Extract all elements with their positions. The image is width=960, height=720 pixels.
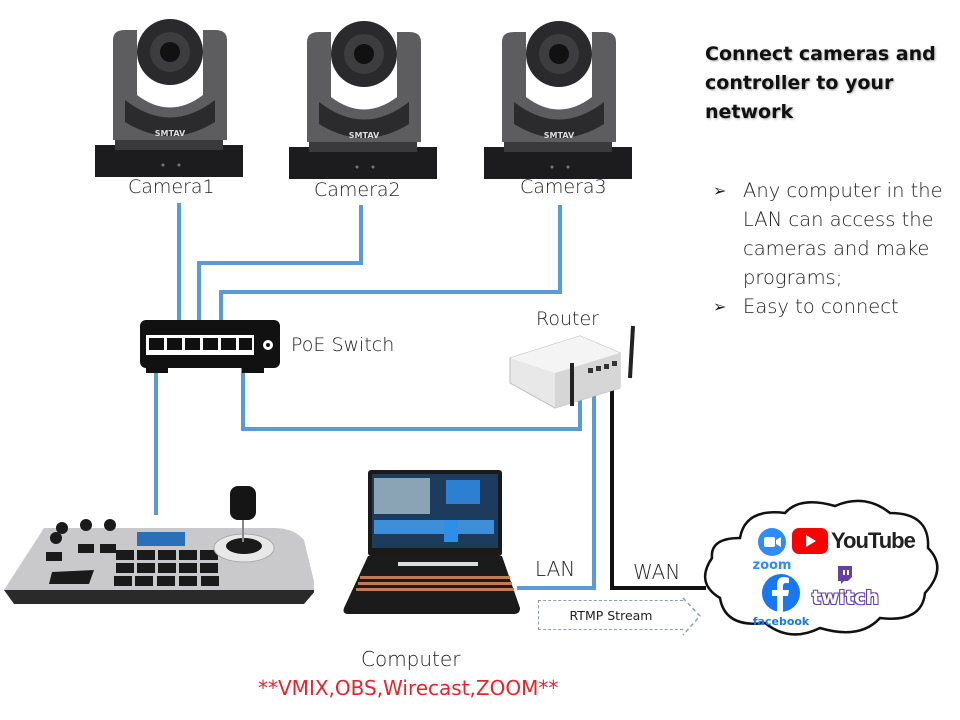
twitch-logo: twitch (811, 566, 880, 609)
youtube-play-icon (792, 528, 828, 554)
bullet-item: ➢ Easy to connect (713, 292, 958, 321)
wire-router-wan (610, 380, 706, 590)
poe-switch (140, 318, 280, 380)
wire-router-computer-lan (517, 385, 596, 590)
rtmp-stream-arrow: RTMP Stream (538, 600, 683, 630)
wire-camera2-switch (197, 205, 363, 345)
ptz-camera-icon: SMTAV (289, 21, 437, 179)
lan-label: LAN (535, 557, 576, 581)
wire-camera3-switch (219, 205, 562, 345)
laptop-icon (343, 470, 520, 614)
arrow-bullet-icon: ➢ (713, 181, 727, 200)
computer-software-list: **VMIX,OBS,Wirecast,ZOOM** (258, 676, 559, 700)
wire-switch-router (241, 360, 582, 431)
bullet-text: Easy to connect (743, 295, 899, 318)
rtmp-stream-label: RTMP Stream (569, 607, 653, 623)
diagram-title: Connect cameras and controller to your n… (705, 43, 936, 123)
ptz-camera-icon: SMTAV (95, 19, 243, 177)
camera-1: SMTAV (95, 10, 245, 180)
svg-text:SMTAV: SMTAV (349, 131, 380, 140)
arrow-bullet-icon: ➢ (713, 297, 727, 316)
router-label: Router (536, 308, 599, 330)
laptop-computer (338, 466, 526, 626)
computer-label: Computer (361, 647, 461, 671)
youtube-logo: YouTube (792, 528, 916, 554)
zoom-logo: zoom (750, 528, 794, 572)
camera-3-label: Camera3 (520, 176, 607, 198)
ptz-camera-icon: SMTAV (484, 21, 632, 179)
rtmp-arrow-head (682, 597, 702, 636)
twitch-glitch-icon (838, 566, 852, 584)
feature-bullet-list: ➢ Any computer in the LAN can access the… (713, 176, 958, 321)
twitch-label: twitch (811, 587, 880, 609)
bullet-text: Any computer in the LAN can access the c… (743, 179, 943, 289)
camera-3: SMTAV (484, 12, 634, 182)
zoom-label: zoom (752, 558, 792, 573)
facebook-label: facebook (752, 615, 810, 628)
bullet-item: ➢ Any computer in the LAN can access the… (713, 176, 958, 292)
streaming-cloud: zoom YouTube facebook twitch (700, 498, 945, 638)
poe-switch-label: PoE Switch (291, 334, 395, 356)
router (500, 318, 645, 413)
zoom-camera-icon (758, 528, 786, 556)
camera-2-label: Camera2 (314, 179, 401, 201)
youtube-label: YouTube (831, 528, 916, 553)
svg-text:SMTAV: SMTAV (544, 131, 575, 140)
camera-1-label: Camera1 (128, 176, 215, 198)
network-switch-icon (140, 320, 280, 373)
facebook-logo: facebook (752, 574, 810, 627)
wan-label: WAN (633, 560, 681, 584)
svg-text:SMTAV: SMTAV (155, 129, 186, 138)
ptz-keyboard-controller (4, 480, 316, 610)
camera-2: SMTAV (289, 12, 439, 182)
joystick-controller-icon (4, 486, 316, 604)
facebook-f-icon (762, 574, 800, 612)
wifi-router-icon (509, 325, 635, 409)
